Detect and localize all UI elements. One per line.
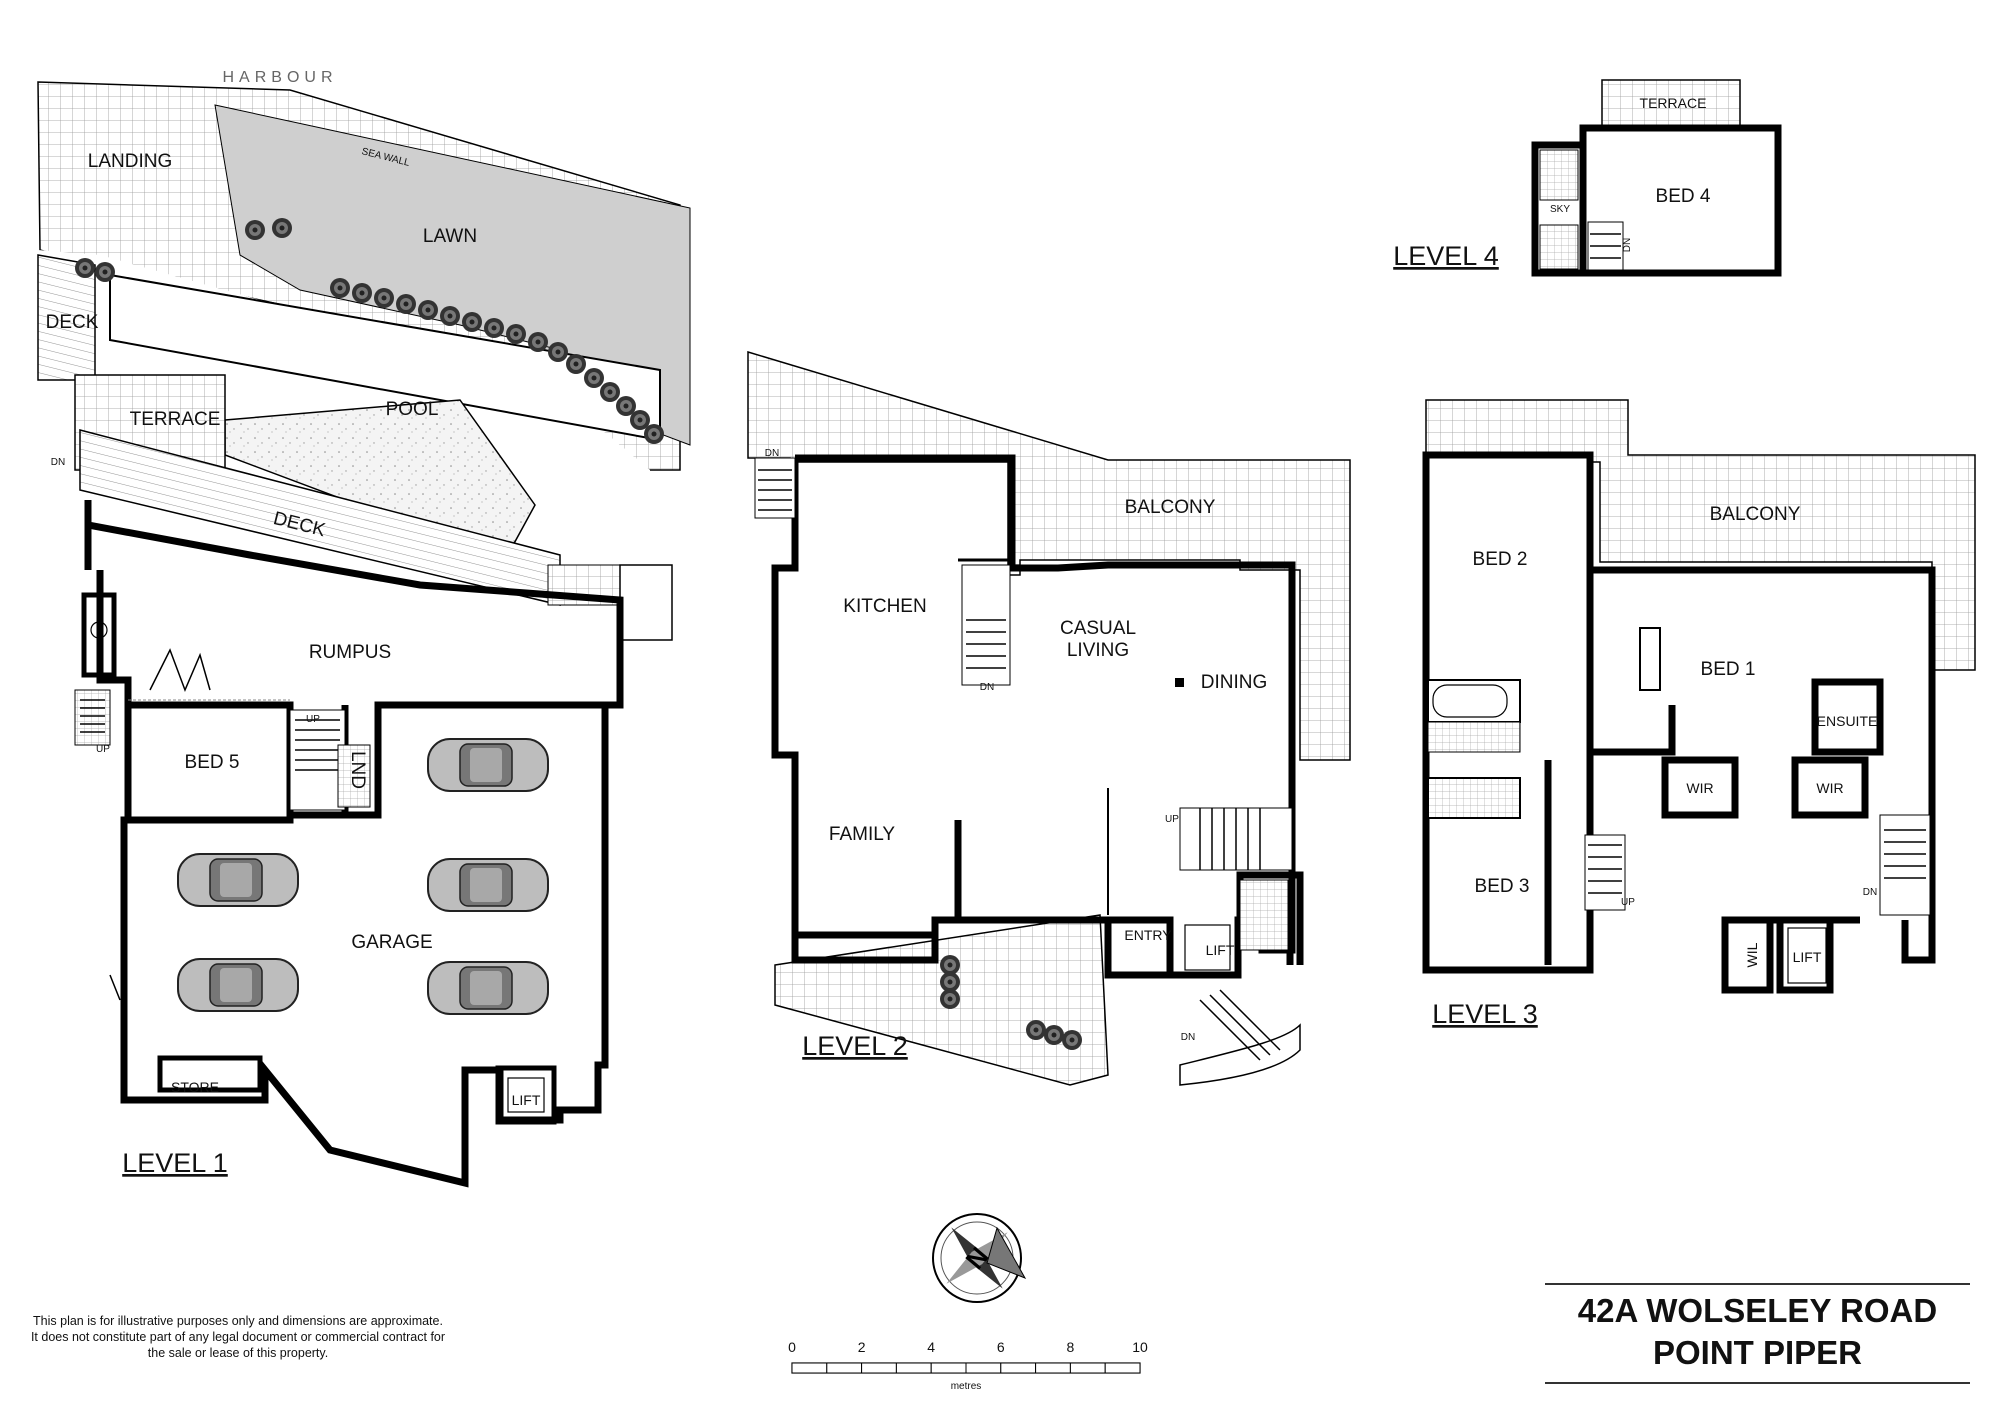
scale-tick-label: 8 <box>1067 1339 1075 1355</box>
bed1-label: BED 1 <box>1701 659 1756 680</box>
level-3-plan: BALCONY BED 2 BED 1 ENSUITE WIR WIR BED … <box>1422 399 1976 1029</box>
scale-tick-label: 6 <box>997 1339 1005 1355</box>
casual-living-label-1: CASUAL <box>1060 618 1136 639</box>
wir-label-2: WIR <box>1816 780 1843 796</box>
address-block: 42A WOLSELEY ROAD POINT PIPER <box>1545 1290 1970 1374</box>
scale-tick-label: 10 <box>1132 1339 1148 1355</box>
disclaimer-text: This plan is for illustrative purposes o… <box>30 1314 446 1360</box>
scale-division <box>1035 1362 1071 1374</box>
bed5-label: BED 5 <box>185 752 240 773</box>
store-label: STORE <box>171 1079 219 1095</box>
lift-l3-label: LIFT <box>1793 949 1822 965</box>
address-rule-bottom <box>1545 1382 1970 1384</box>
landing-label: LANDING <box>88 151 172 172</box>
family-label: FAMILY <box>829 824 895 845</box>
garage-label: GARAGE <box>351 932 432 953</box>
stair-up-l3-label: UP <box>1621 897 1635 908</box>
terrace-l4-label: TERRACE <box>1640 95 1707 111</box>
deck-label-upper: DECK <box>46 312 99 333</box>
stair-dn-l3-label: DN <box>1863 887 1877 898</box>
scale-division <box>965 1362 1002 1374</box>
casual-living-label-2: LIVING <box>1067 640 1129 661</box>
car-icon <box>177 853 299 907</box>
car-icon <box>427 738 549 792</box>
address-rule-top <box>1545 1283 1970 1285</box>
scale-division <box>826 1362 863 1374</box>
rumpus-label: RUMPUS <box>309 642 391 663</box>
scale-division <box>1069 1362 1106 1374</box>
scale-division <box>930 1362 967 1374</box>
address-suburb: POINT PIPER <box>1652 1334 1863 1371</box>
balcony-l3-label: BALCONY <box>1710 504 1801 525</box>
balcony-l2-label: BALCONY <box>1125 497 1216 518</box>
entry-label: ENTRY <box>1124 927 1172 943</box>
stair-up-bed5-label: UP <box>306 714 320 725</box>
stair-dn-entry-label: DN <box>1181 1032 1195 1043</box>
laundry-label: LND <box>347 751 368 789</box>
stair-up-l2-label: UP <box>1165 814 1179 825</box>
pool-label: POOL <box>386 399 439 420</box>
lawn-label: LAWN <box>423 226 477 247</box>
scale-tick-label: 4 <box>927 1339 935 1355</box>
compass-icon: N <box>932 1213 1027 1303</box>
balcony-l2 <box>747 350 1351 761</box>
wir-label-1: WIR <box>1686 780 1713 796</box>
level-1-plan: HARBOUR <box>37 69 691 1188</box>
stair-dn-l4-label: DN <box>1622 238 1633 252</box>
car-icon <box>427 858 549 912</box>
level-4-title: LEVEL 4 <box>1393 241 1499 271</box>
scale-bar: 0 2 4 6 8 10 metres <box>788 1339 1148 1392</box>
ensuite-label: ENSUITE <box>1817 713 1878 729</box>
bed3-label: BED 3 <box>1475 876 1530 897</box>
address-street: 42A WOLSELEY ROAD <box>1577 1292 1938 1329</box>
car-icon <box>427 961 549 1015</box>
dining-label: DINING <box>1201 672 1268 693</box>
car-icon <box>177 958 299 1012</box>
terrace-label: TERRACE <box>130 409 221 430</box>
terrace-l4 <box>1601 79 1741 129</box>
scale-division <box>1104 1362 1141 1374</box>
scale-division <box>791 1362 828 1374</box>
skylight-label: SKY <box>1550 204 1570 215</box>
scale-unit-label: metres <box>951 1381 982 1392</box>
stair-up-label: UP <box>96 744 110 755</box>
bed4-label: BED 4 <box>1656 186 1711 207</box>
scale-tick-label: 0 <box>788 1339 796 1355</box>
level-3-title: LEVEL 3 <box>1432 999 1538 1029</box>
lift-label: LIFT <box>512 1092 541 1108</box>
level-4-plan: TERRACE BED 4 SKY DN LEVEL 4 <box>1393 79 1782 277</box>
scale-division <box>861 1362 897 1374</box>
kitchen-label: KITCHEN <box>843 596 926 617</box>
balcony-l3 <box>1425 399 1976 671</box>
bed2-label: BED 2 <box>1473 549 1528 570</box>
level-2-title: LEVEL 2 <box>802 1031 908 1061</box>
lift-l2-label: LIFT <box>1206 942 1235 958</box>
scale-division <box>895 1362 932 1374</box>
stair-dn-label: DN <box>51 457 65 468</box>
scale-division <box>1000 1362 1037 1374</box>
stair-dn-mid-label: DN <box>980 682 994 693</box>
stair-dn-top-label: DN <box>765 448 779 459</box>
wil-label: WIL <box>1744 942 1760 967</box>
harbour-label: HARBOUR <box>222 69 337 86</box>
level-2-plan: BALCONY KITCHEN CASUAL LIVING DINING FAM… <box>747 350 1351 1086</box>
scale-tick-label: 2 <box>858 1339 866 1355</box>
level-1-title: LEVEL 1 <box>122 1148 228 1178</box>
